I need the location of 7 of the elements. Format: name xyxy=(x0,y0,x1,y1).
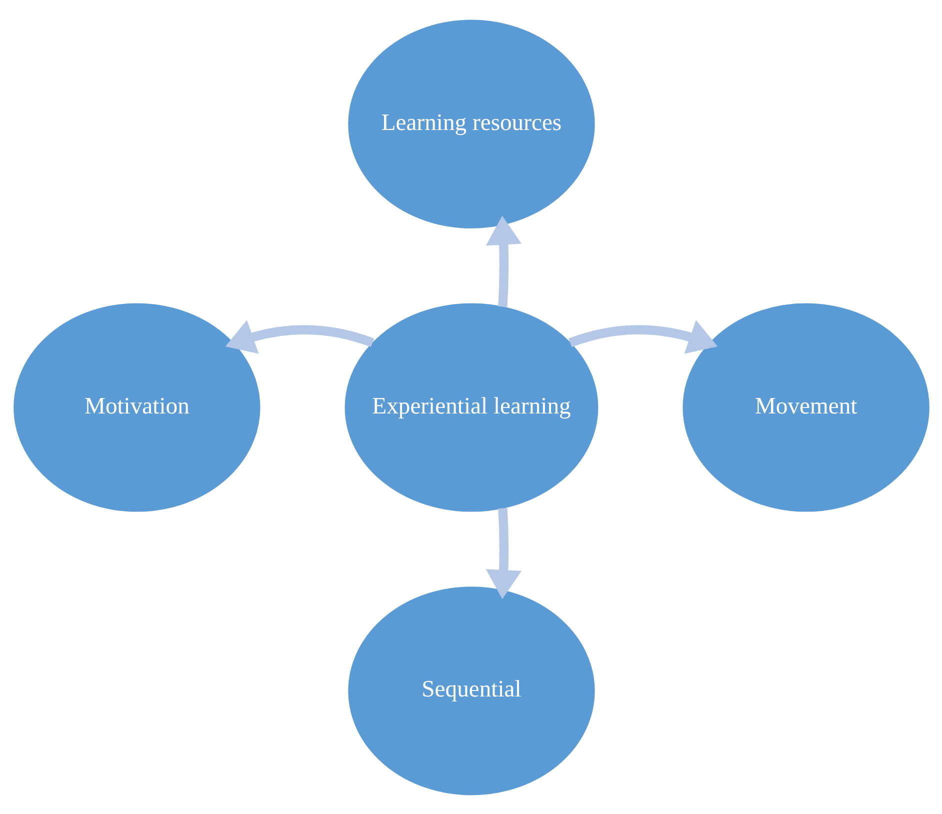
arrow xyxy=(224,320,374,354)
arrow xyxy=(485,507,522,599)
arrow xyxy=(485,215,522,306)
node-ellipse: Sequential xyxy=(348,586,594,795)
node-ellipse: Experiential learning xyxy=(344,302,598,512)
node-ellipse: Learning resources xyxy=(348,19,594,228)
arrow xyxy=(568,320,718,354)
